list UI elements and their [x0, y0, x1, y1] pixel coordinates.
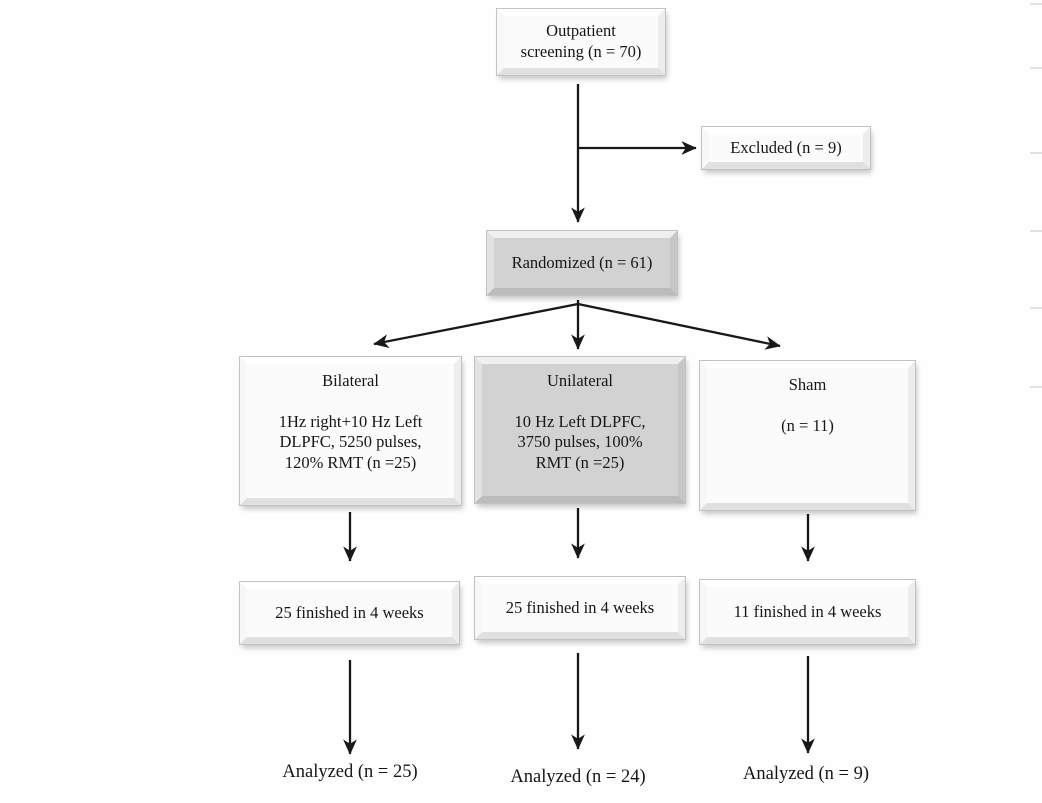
finished-text: 25 finished in 4 weeks: [275, 602, 424, 622]
arrow-randomized-to-sham: [577, 302, 781, 350]
finished-box-sham: 11 finished in 4 weeks: [699, 579, 916, 645]
arm-box-sham: Sham (n = 11): [699, 360, 916, 511]
page-edge-tick: [1030, 230, 1042, 232]
finished-box-bilateral: 25 finished in 4 weeks: [239, 581, 460, 645]
arm-detail: 1Hz right+10 Hz Left DLPFC, 5250 pulses,…: [278, 411, 423, 472]
excluded-box: Excluded (n = 9): [701, 126, 871, 170]
page-edge-tick: [1030, 307, 1042, 309]
finished-box-unilateral: 25 finished in 4 weeks: [474, 576, 686, 640]
randomized-text: Randomized (n = 61): [511, 252, 653, 272]
finished-text: 11 finished in 4 weeks: [733, 601, 882, 621]
arm-box-bilateral: Bilateral 1Hz right+10 Hz Left DLPFC, 52…: [239, 356, 462, 506]
analyzed-label-unilateral: Analyzed (n = 24): [510, 767, 646, 787]
page-edge-tick: [1030, 386, 1042, 388]
arm-title: Unilateral: [547, 371, 613, 390]
arm-detail: 10 Hz Left DLPFC, 3750 pulses, 100% RMT …: [514, 411, 646, 472]
arm-title: Sham: [788, 375, 827, 394]
page-edge-tick: [1030, 67, 1042, 69]
excluded-text: Excluded (n = 9): [730, 137, 842, 157]
arrow-randomized-to-bilateral: [373, 302, 579, 348]
randomized-box: Randomized (n = 61): [486, 230, 678, 296]
finished-text: 25 finished in 4 weeks: [505, 597, 655, 617]
analyzed-label-bilateral: Analyzed (n = 25): [282, 762, 418, 782]
page-edge-tick: [1030, 152, 1042, 154]
page-edge-tick: [1030, 3, 1042, 5]
arm-box-unilateral: Unilateral 10 Hz Left DLPFC, 3750 pulses…: [474, 356, 686, 504]
arm-title: Bilateral: [322, 371, 379, 390]
screening-box: Outpatient screening (n = 70): [496, 8, 666, 76]
analyzed-label-sham: Analyzed (n = 9): [742, 764, 870, 784]
screening-text: Outpatient screening (n = 70): [520, 21, 642, 61]
arm-detail: (n = 11): [781, 415, 834, 435]
